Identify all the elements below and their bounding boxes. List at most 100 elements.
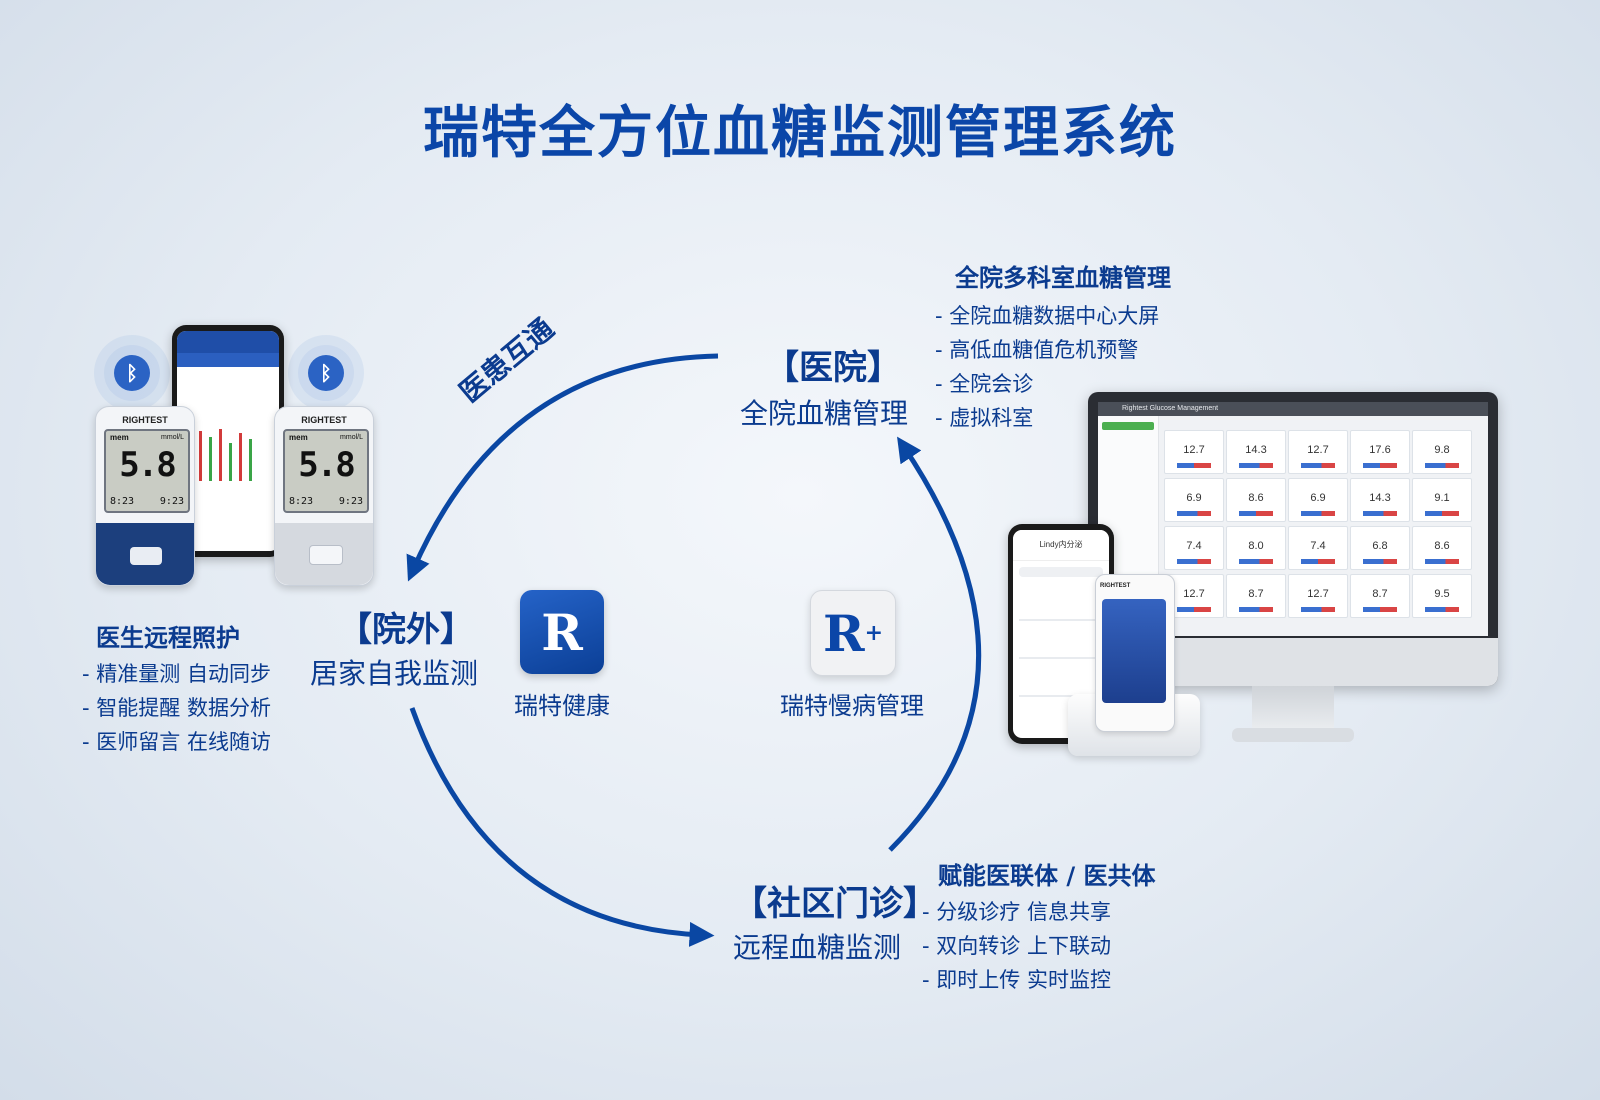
list-item: 分级诊疗 信息共享 [922,895,1155,929]
dashboard-card-value: 7.4 [1186,540,1202,552]
dashboard-card-value: 8.7 [1372,588,1388,600]
monitor-card-grid: 12.7 14.3 12.7 17.6 9.8 6.9 8.6 6.9 14.3 9.1 7.4 8.… [1164,430,1484,636]
list-item: 即时上传 实时监控 [922,963,1155,997]
dashboard-card-value: 9.5 [1434,588,1450,600]
meter-time: 8:23 [289,496,314,507]
dashboard-card-value: 9.8 [1434,444,1450,456]
list-item: 高低血糖值危机预警 [935,333,1171,367]
home-features: 医生远程照护 精准量测 自动同步 智能提醒 数据分析 医师留言 在线随访 [82,618,271,759]
dashboard-card-bar [1177,463,1211,468]
dashboard-card-value: 12.7 [1183,588,1205,600]
list-item: 智能提醒 数据分析 [82,691,271,725]
rightest-chronic-logo-icon: R+ [810,590,896,676]
dashboard-card: 9.1 [1412,478,1472,522]
dashboard-card: 8.7 [1226,574,1286,618]
dashboard-card-value: 8.6 [1248,492,1264,504]
dashboard-card-value: 17.6 [1369,444,1391,456]
dashboard-card: 6.8 [1350,526,1410,570]
list-item: 全院会诊 [935,367,1171,401]
dashboard-card-bar [1301,463,1335,468]
hospital-node-title: 【医院】 [765,348,901,388]
dashboard-card: 8.6 [1412,526,1472,570]
handheld-brand: RIGHTEST [1100,583,1131,589]
meter-mem: mem [110,433,129,442]
dashboard-card-value: 8.6 [1434,540,1450,552]
dashboard-card: 17.6 [1350,430,1410,474]
dashboard-card: 14.3 [1350,478,1410,522]
rightest-health-label: 瑞特健康 [514,692,610,720]
monitor-stand [1252,686,1334,728]
dashboard-card: 8.0 [1226,526,1286,570]
hospital-features: 全院多科室血糖管理 全院血糖数据中心大屏 高低血糖值危机预警 全院会诊 虚拟科室 [935,258,1171,435]
arrow-hospital-to-home [406,353,719,582]
meter-date: 9:23 [338,496,363,507]
dashboard-card-bar [1239,607,1273,612]
bluetooth-icon: ᛒ [298,345,354,401]
dashboard-card: 12.7 [1288,574,1348,618]
home-features-list: 精准量测 自动同步 智能提醒 数据分析 医师留言 在线随访 [82,657,271,759]
list-item: 医师留言 在线随访 [82,725,271,759]
dashboard-card: 7.4 [1288,526,1348,570]
dashboard-card-bar [1177,511,1211,516]
dashboard-card-bar [1425,559,1459,564]
meter-unit: mmol/L [340,434,363,441]
meter-unit: mmol/L [161,434,184,441]
dashboard-card-value: 12.7 [1307,444,1329,456]
dashboard-card: 7.4 [1164,526,1224,570]
dashboard-card-value: 6.9 [1310,492,1326,504]
meter-mem: mem [289,433,308,442]
community-features-list: 分级诊疗 信息共享 双向转诊 上下联动 即时上传 实时监控 [922,895,1155,997]
bluetooth-icon: ᛒ [104,345,160,401]
dashboard-card: 8.7 [1350,574,1410,618]
dashboard-card-bar [1363,511,1397,516]
meter-brand: RIGHTEST [301,415,347,425]
list-item: 全院血糖数据中心大屏 [935,299,1171,333]
phone-header: Lindy内分泌 [1013,530,1109,561]
dashboard-card: 8.6 [1226,478,1286,522]
home-node-subtitle: 居家自我监测 [310,657,479,690]
dashboard-card-value: 9.1 [1434,492,1450,504]
dashboard-card-bar [1239,559,1273,564]
meter-reading: 5.8 [119,445,176,485]
hospital-features-list: 全院血糖数据中心大屏 高低血糖值危机预警 全院会诊 虚拟科室 [935,299,1171,435]
glucose-meter-grey: RIGHTEST mem mmol/L 5.8 8:23 9:23 [274,406,374,586]
arrow-community-to-hospital [888,436,981,852]
page-title: 瑞特全方位血糖监测管理系统 [423,101,1177,166]
dashboard-card-value: 12.7 [1183,444,1205,456]
dashboard-card-value: 7.4 [1310,540,1326,552]
monitor-base [1232,728,1354,742]
dashboard-card-bar [1239,463,1273,468]
dashboard-card-bar [1301,559,1335,564]
dashboard-card-value: 6.9 [1186,492,1202,504]
home-features-title: 医生远程照护 [96,624,240,652]
monitor-title: Rightest Glucose Management [1098,402,1488,416]
meter-screen: mem mmol/L 5.8 8:23 9:23 [104,429,190,513]
dashboard-card: 9.5 [1412,574,1472,618]
list-item: 双向转诊 上下联动 [922,929,1155,963]
dashboard-card-value: 14.3 [1369,492,1391,504]
meter-brand: RIGHTEST [122,415,168,425]
dashboard-card: 12.7 [1288,430,1348,474]
dashboard-card-value: 6.8 [1372,540,1388,552]
dashboard-card-value: 14.3 [1245,444,1267,456]
dashboard-card: 6.9 [1164,478,1224,522]
arrow-home-to-community [409,707,715,947]
dashboard-card: 9.8 [1412,430,1472,474]
dashboard-card-bar [1177,607,1211,612]
hospital-features-title: 全院多科室血糖管理 [955,264,1171,292]
dashboard-card-bar [1239,511,1273,516]
dashboard-card-bar [1363,559,1397,564]
dashboard-card-bar [1363,463,1397,468]
rightest-health-logo-icon: R [520,590,604,674]
dashboard-card-bar [1177,559,1211,564]
dashboard-card-bar [1425,607,1459,612]
community-features: 赋能医联体 / 医共体 分级诊疗 信息共享 双向转诊 上下联动 即时上传 实时监… [922,856,1155,997]
community-node-title: 【社区门诊】 [733,884,937,924]
rightest-chronic-label: 瑞特慢病管理 [780,692,924,720]
meter-screen: mem mmol/L 5.8 8:23 9:23 [283,429,369,513]
handheld-meter: RIGHTEST [1095,574,1175,732]
community-node-subtitle: 远程血糖监测 [733,931,902,964]
dashboard-card-value: 12.7 [1307,588,1329,600]
dashboard-card-bar [1301,607,1335,612]
